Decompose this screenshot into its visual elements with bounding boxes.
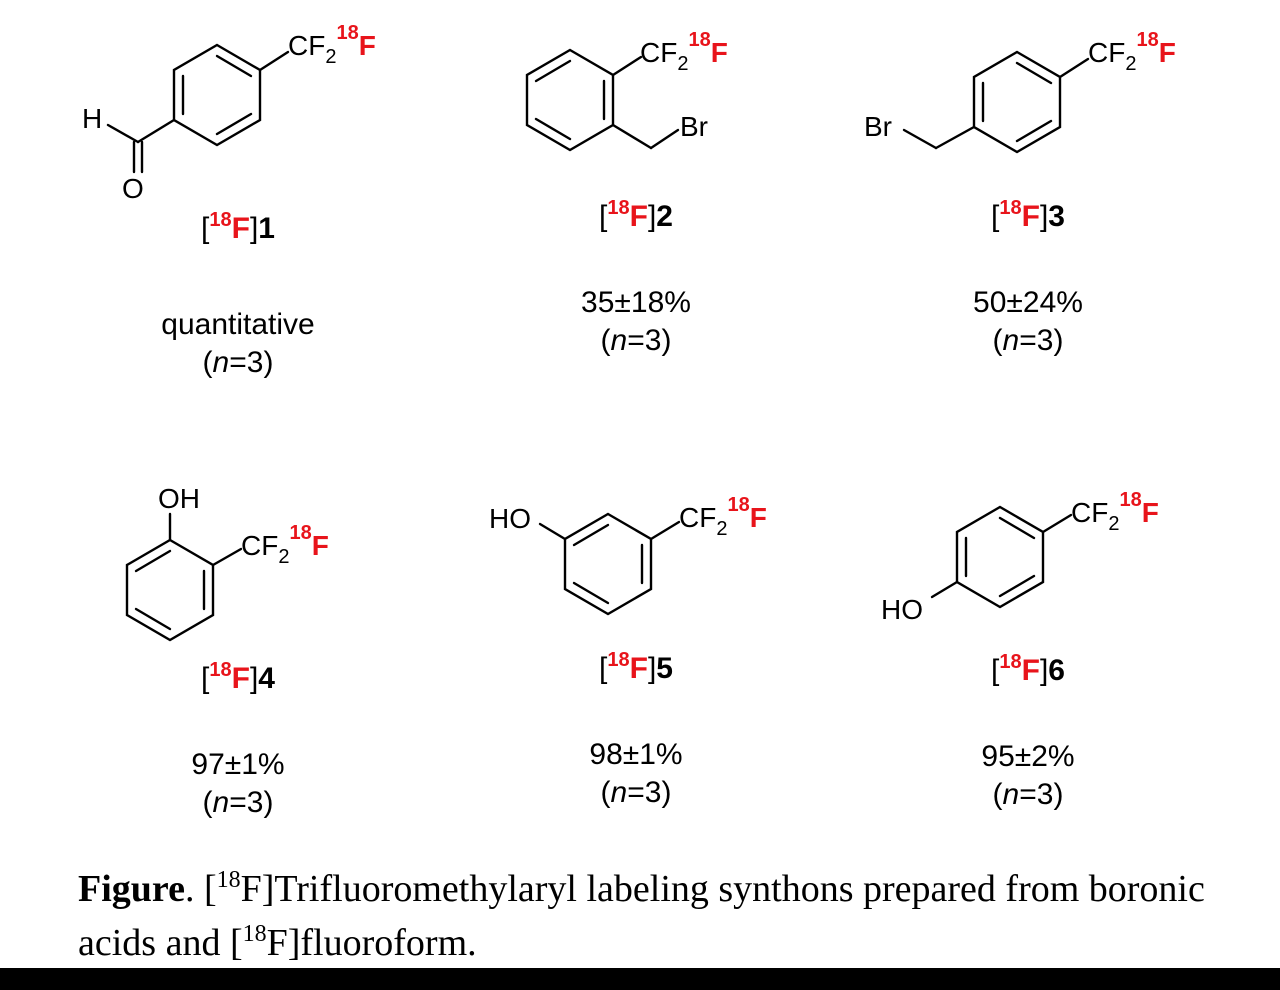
group-ho: HO [489, 503, 531, 534]
yield-value: 35±18% [581, 286, 691, 319]
yield-value: 98±1% [589, 738, 683, 771]
compound-4-info: [18F]4 97±1% (n=3) [78, 659, 398, 822]
compound-label: [18F]3 [991, 197, 1065, 233]
atom-o: O [122, 173, 144, 204]
structure-2: CF218F Br [525, 29, 728, 152]
compound-2-info: [18F]2 35±18% (n=3) [476, 197, 796, 360]
group-cf2: CF218F [679, 494, 767, 540]
group-oh: OH [158, 483, 200, 514]
bottom-border [0, 968, 1280, 990]
group-cf2: CF218F [640, 29, 728, 75]
structure-5: HO CF218F [489, 494, 767, 616]
yield-value: quantitative [161, 308, 315, 341]
n-count: (n=3) [202, 786, 274, 819]
atom-br: Br [864, 111, 892, 142]
structure-6: HO CF218F [881, 489, 1159, 625]
compound-5-info: [18F]5 98±1% (n=3) [476, 649, 796, 812]
compound-1-info: [18F]1 quantitative (n=3) [78, 209, 398, 382]
n-count: (n=3) [600, 776, 672, 809]
yield-value: 95±2% [981, 740, 1075, 773]
compound-label: [18F]2 [599, 197, 673, 233]
compound-label: [18F]5 [599, 649, 673, 685]
structure-1: CF218F H O [82, 22, 376, 204]
caption-bold: Figure [78, 868, 185, 910]
group-cf2: CF218F [241, 522, 329, 568]
group-cf2: CF218F [1071, 489, 1159, 535]
group-cf2: CF218F [1088, 29, 1176, 75]
compound-label: [18F]1 [201, 209, 275, 245]
n-count: (n=3) [992, 324, 1064, 357]
compound-3-info: [18F]3 50±24% (n=3) [868, 197, 1188, 360]
n-count: (n=3) [202, 346, 274, 379]
n-count: (n=3) [992, 778, 1064, 811]
compound-6-info: [18F]6 95±2% (n=3) [868, 651, 1188, 814]
atom-br: Br [680, 111, 708, 142]
yield-value: 97±1% [191, 748, 285, 781]
atom-h: H [82, 103, 102, 134]
structure-drawings: CF218F H O CF218F Br CF218F Br OH CF21 [82, 22, 1176, 642]
yield-value: 50±24% [973, 286, 1083, 319]
compound-label: [18F]4 [201, 659, 275, 695]
figure-caption: Figure. [18F]Trifluoromethylaryl labelin… [78, 867, 1205, 964]
structure-4: OH CF218F [125, 483, 329, 642]
structure-3: CF218F Br [864, 29, 1176, 154]
group-cf2: CF218F [288, 22, 376, 68]
compound-label: [18F]6 [991, 651, 1065, 687]
n-count: (n=3) [600, 324, 672, 357]
group-ho: HO [881, 594, 923, 625]
